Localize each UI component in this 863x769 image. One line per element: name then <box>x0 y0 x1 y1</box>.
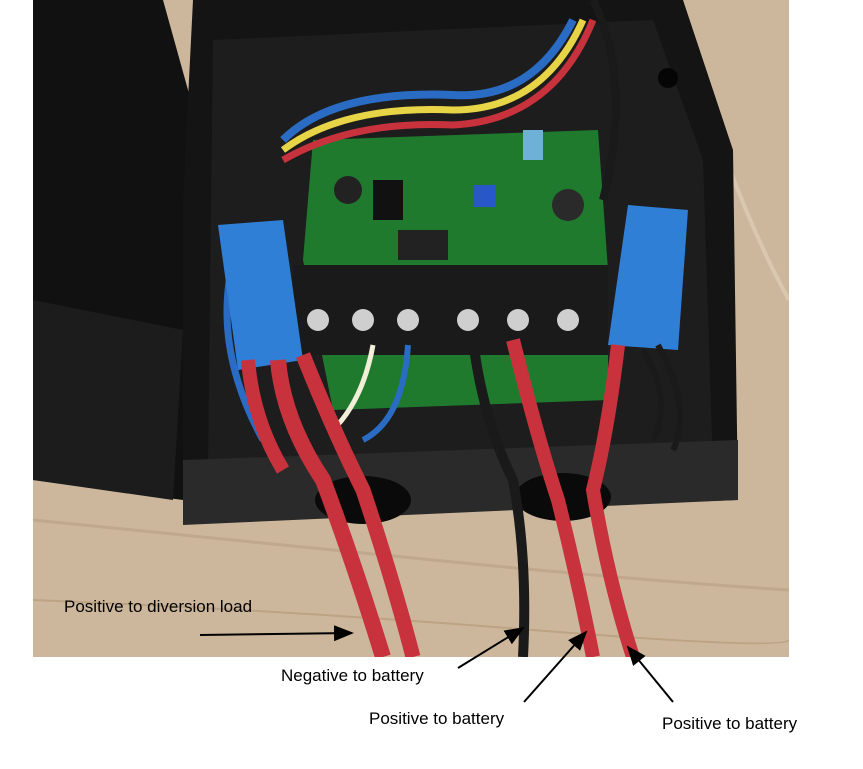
label-positive-diversion-load: Positive to diversion load <box>64 597 253 616</box>
label-negative-battery: Negative to battery <box>281 666 424 685</box>
wire-nut-right <box>608 205 688 350</box>
photo-controller-wiring <box>33 0 789 657</box>
terminal-block <box>293 265 608 355</box>
wire-nut-left <box>218 220 303 370</box>
label-positive-battery-2: Positive to battery <box>662 714 798 733</box>
label-positive-battery-1: Positive to battery <box>369 709 505 728</box>
